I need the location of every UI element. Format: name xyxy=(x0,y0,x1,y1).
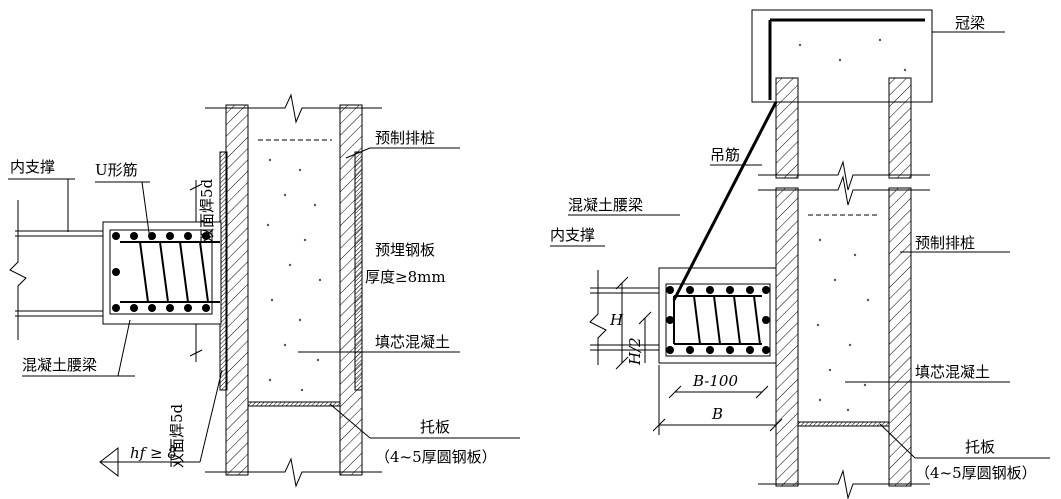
label-support-plate-note: （4~5厚圆钢板） xyxy=(375,448,497,466)
label-plate-thickness: 厚度≥8mm xyxy=(365,268,446,286)
support-plate-right xyxy=(797,421,890,427)
pile-wall-lower-left xyxy=(775,187,799,487)
label-dim-B: B xyxy=(711,405,723,423)
label-core-concrete-right: 填芯混凝土 xyxy=(915,363,990,381)
core-aggregate xyxy=(266,158,322,392)
label-waist-beam: 混凝土腰梁 xyxy=(22,356,97,374)
label-dim-B100: B-100 xyxy=(692,372,738,390)
label-weld-bottom: 双面焊5d xyxy=(168,403,186,468)
label-dim-H: H xyxy=(609,311,624,329)
label-support-plate-right: 托板 xyxy=(965,438,995,456)
support-plate xyxy=(247,401,341,407)
label-support-plate-note-right: （4~5厚圆钢板） xyxy=(915,464,1037,482)
label-dim-H2: H/2 xyxy=(626,337,644,366)
label-inner-brace: 内支撑 xyxy=(10,158,55,176)
label-support-plate: 托板 xyxy=(420,418,450,436)
label-embedded-plate: 预埋钢板 xyxy=(375,241,435,259)
pile-wall-upper-left xyxy=(775,77,799,179)
waist-beam-right xyxy=(658,267,777,364)
label-waist-beam-right: 混凝土腰梁 xyxy=(568,196,643,214)
pile-wall-lower-right xyxy=(888,187,912,487)
label-precast-pile: 预制排桩 xyxy=(375,129,435,147)
core-aggregate-right xyxy=(798,38,907,412)
label-hanging-bar: 吊筋 xyxy=(710,146,740,164)
label-weld-top: 双面焊5d xyxy=(198,178,216,243)
pile-wall-upper-right xyxy=(888,77,912,179)
right-detail: 冠梁 吊筋 混凝土腰梁 内支撑 预制排桩 H H/2 B-100 B 填芯混凝土… xyxy=(550,9,1050,499)
left-detail: 内支撑 U形筋 双面焊5d 双面焊5d 混凝土腰梁 hf ≥ 8 预制排桩 预埋… xyxy=(8,93,520,488)
pile-wall-left xyxy=(225,104,249,476)
label-precast-pile-right: 预制排桩 xyxy=(915,234,975,252)
embedded-plate-right xyxy=(354,151,363,391)
label-core-concrete: 填芯混凝土 xyxy=(375,333,450,351)
waist-beam-left xyxy=(102,221,222,325)
label-crown-beam: 冠梁 xyxy=(955,14,985,32)
rebars-left xyxy=(112,232,210,312)
label-weld-size: hf ≥ 8 xyxy=(130,444,177,462)
label-inner-brace-right: 内支撑 xyxy=(550,226,595,244)
hanging-bar xyxy=(672,101,778,301)
label-u-bar: U形筋 xyxy=(95,161,138,179)
rebars-right xyxy=(666,286,770,354)
